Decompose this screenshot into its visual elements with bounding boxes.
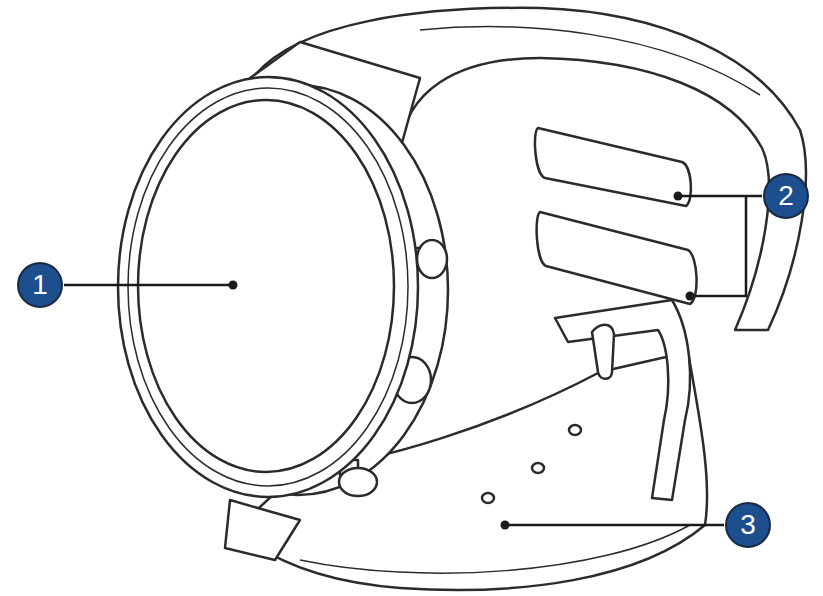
leader-line xyxy=(678,196,762,296)
callout-text: 3 xyxy=(740,511,756,539)
leader-dot xyxy=(229,281,238,290)
leader-dot xyxy=(501,521,510,530)
strap-hole xyxy=(532,463,544,473)
strap-hole xyxy=(569,425,581,435)
buckle xyxy=(555,300,690,500)
leader-dot xyxy=(686,292,695,301)
strap-edge xyxy=(300,525,690,573)
callout-number: 3 xyxy=(725,502,771,548)
bezel-ring xyxy=(128,88,408,486)
leader-line xyxy=(505,524,724,527)
strap-loop xyxy=(535,128,691,206)
bezel xyxy=(118,77,418,497)
callout-text: 1 xyxy=(32,271,48,299)
callout-number: 2 xyxy=(763,173,809,219)
lug xyxy=(225,500,300,560)
strap-hole xyxy=(482,493,494,503)
callout-number: 1 xyxy=(17,262,63,308)
crown-button xyxy=(417,240,447,278)
strap-edge xyxy=(420,27,760,95)
leader-dot xyxy=(674,192,683,201)
crown-button xyxy=(339,468,377,496)
callout-text: 2 xyxy=(778,182,794,210)
buckle-tongue xyxy=(592,325,614,379)
strap-loop xyxy=(537,212,697,304)
leader-line xyxy=(64,284,233,287)
